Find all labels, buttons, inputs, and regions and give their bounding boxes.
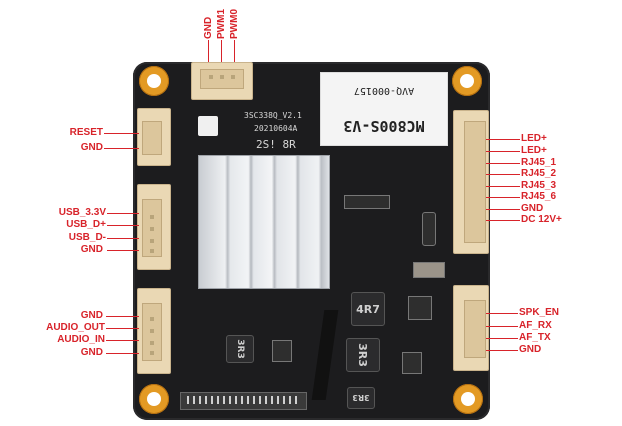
pin-label-usb-dplus: USB_D+ xyxy=(66,219,106,230)
leader-line xyxy=(106,340,139,341)
leader-line xyxy=(486,174,520,175)
pin-label-dc-12v: DC 12V+ xyxy=(521,214,562,225)
smd-crystal xyxy=(422,212,436,246)
silkscreen-marking: 2S! 8R xyxy=(256,138,296,151)
leader-line xyxy=(486,338,518,339)
leader-line xyxy=(486,163,520,164)
inductor-3r3-left: 3R3 xyxy=(226,335,254,363)
pin-label-gnd: GND xyxy=(80,244,103,255)
leader-line xyxy=(486,197,520,198)
pin-label-audio-out: AUDIO_OUT xyxy=(46,322,105,333)
pin-label-gnd: GND xyxy=(521,203,544,214)
pin-label-af-tx: AF_TX xyxy=(519,332,551,343)
leader-line xyxy=(107,225,139,226)
pin-label-reset: RESET xyxy=(69,127,103,138)
leader-line xyxy=(234,40,235,62)
leader-line xyxy=(106,328,139,329)
smd-regulator-3 xyxy=(272,340,292,362)
leader-line xyxy=(107,238,139,239)
silkscreen-date-code: 20210604A xyxy=(254,124,298,133)
leader-line xyxy=(486,220,520,221)
pin-label-usb-dminus: USB_D- xyxy=(68,232,106,243)
silkscreen-board-id: 3SC338Q_V2.1 xyxy=(244,111,302,120)
mounting-hole-top-left xyxy=(139,66,169,96)
mounting-hole-bottom-right xyxy=(453,384,483,414)
leader-line xyxy=(486,350,518,351)
mounting-hole-bottom-left xyxy=(139,384,169,414)
leader-line xyxy=(486,209,520,210)
inductor-4r7: 4R7 xyxy=(351,292,385,326)
pin-label-gnd: GND xyxy=(519,344,542,355)
smd-regulator-2 xyxy=(402,352,422,374)
pin-label-usb-3v3: USB_3.3V xyxy=(58,207,106,218)
ffc-connector xyxy=(180,392,307,410)
mounting-hole-top-right xyxy=(452,66,482,96)
leader-line xyxy=(221,40,222,62)
model-sticker: AVQ-000157 MC800S-V3 xyxy=(320,72,448,146)
inductor-3r3-bottom: 3R3 xyxy=(347,387,375,409)
smd-capacitor xyxy=(413,262,445,278)
pin-label-gnd-top: GND xyxy=(203,16,214,39)
pin-label-audio-in: AUDIO_IN xyxy=(57,334,105,345)
leader-line xyxy=(106,353,139,354)
inductor-3r3-center: 3R3 xyxy=(346,338,380,372)
pin-label-led-plus-2: LED+ xyxy=(521,145,547,156)
pin-label-rj45-1: RJ45_1 xyxy=(521,157,557,168)
leader-line xyxy=(104,148,139,149)
leader-line xyxy=(106,316,139,317)
pin-label-gnd: GND xyxy=(80,310,103,321)
smd-ic xyxy=(344,195,390,209)
left-connector-reset xyxy=(137,108,171,166)
pin-label-af-rx: AF_RX xyxy=(519,320,552,331)
pin-label-rj45-2: RJ45_2 xyxy=(521,168,557,179)
right-connector-speaker-af xyxy=(453,285,489,371)
smd-regulator-1 xyxy=(408,296,432,320)
leader-line xyxy=(486,186,520,187)
left-connector-usb xyxy=(137,184,171,270)
sticker-model: MC800S-V3 xyxy=(343,117,425,135)
sticker-serial: AVQ-000157 xyxy=(353,85,415,96)
pin-label-spk-en: SPK_EN xyxy=(519,307,560,318)
heatsink xyxy=(198,155,330,289)
leader-line xyxy=(486,139,520,140)
pin-label-led-plus-1: LED+ xyxy=(521,133,547,144)
pin-label-gnd: GND xyxy=(80,142,103,153)
pin-label-rj45-6: RJ45_6 xyxy=(521,191,557,202)
pin-label-rj45-3: RJ45_3 xyxy=(521,180,557,191)
leader-line xyxy=(104,133,139,134)
left-connector-audio xyxy=(137,288,171,374)
leader-line xyxy=(486,151,520,152)
pin-label-pwm1: PWM1 xyxy=(216,9,227,39)
right-connector-led-rj45-power xyxy=(453,110,489,254)
pin-label-pwm0: PWM0 xyxy=(229,9,240,39)
leader-line xyxy=(107,250,139,251)
white-sensor-chip xyxy=(198,116,218,136)
leader-line xyxy=(107,213,139,214)
top-connector-pwm xyxy=(191,62,253,100)
leader-line xyxy=(208,40,209,62)
leader-line xyxy=(486,326,518,327)
leader-line xyxy=(486,313,518,314)
pin-label-gnd: GND xyxy=(80,347,103,358)
